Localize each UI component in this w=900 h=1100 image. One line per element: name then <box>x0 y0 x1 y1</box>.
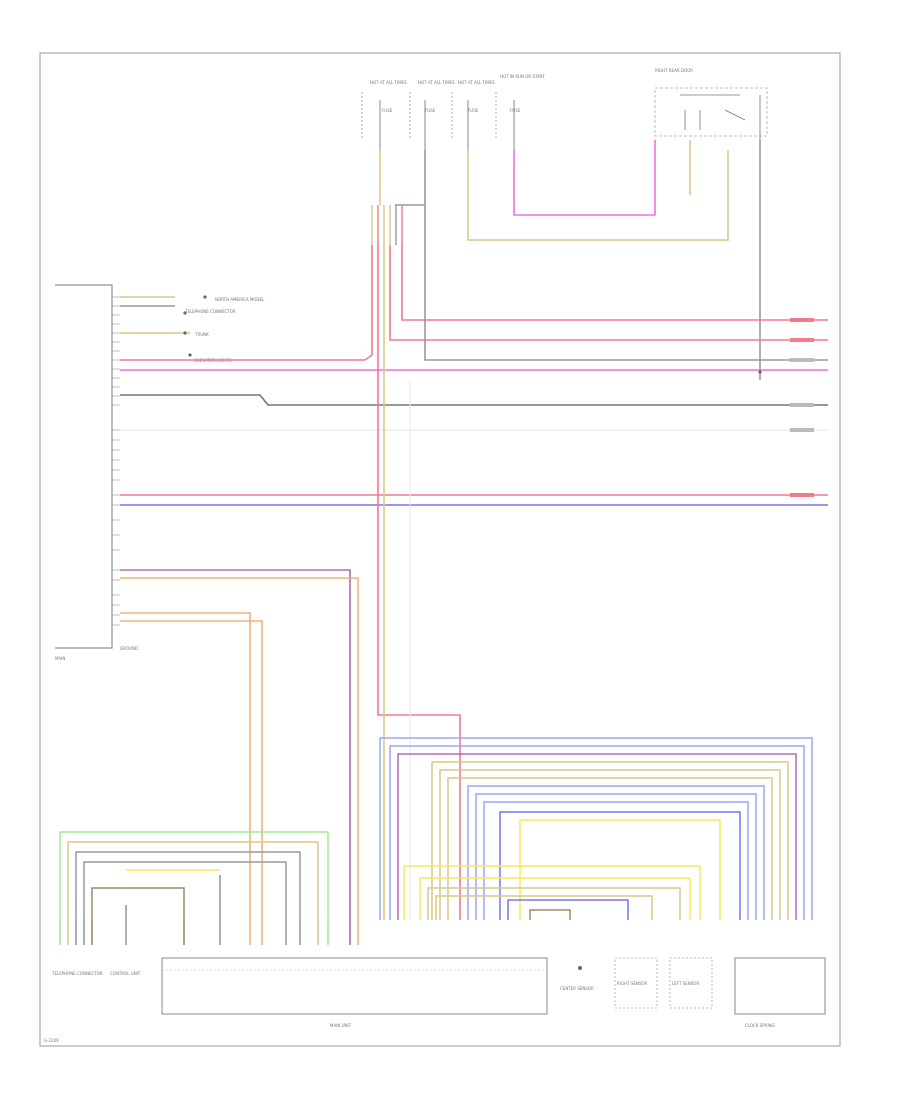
note-trunk: TRUNK <box>194 332 209 337</box>
fuse-3-label: FUSE <box>468 108 479 113</box>
top-pin-group: HOT AT ALL TIMES HOT AT ALL TIMES HOT AT… <box>370 68 693 113</box>
pin-group-3-label: HOT AT ALL TIMES <box>458 80 495 85</box>
main-unit-box <box>161 957 548 1015</box>
left-sensor-label: LEFT SENSOR <box>672 981 699 986</box>
right-door-switch-box <box>654 87 768 137</box>
telephone-connector-label: TELEPHONE CONNECTOR <box>51 971 103 976</box>
bottom-left-loops <box>59 831 329 920</box>
node-dot-4 <box>188 353 192 357</box>
control-unit-label: CONTROL UNIT <box>110 971 141 976</box>
fuse-stubs <box>379 100 515 150</box>
left-module-label: MAIN <box>55 656 65 661</box>
node-dot-2 <box>183 311 187 315</box>
main-unit-label: MAIN UNIT <box>330 1023 352 1028</box>
clock-spring-label: CLOCK SPRING <box>745 1023 775 1028</box>
clock-spring-box <box>734 957 826 1015</box>
right-wire-tags-gray <box>790 358 814 432</box>
right-sensor-box <box>614 957 658 1009</box>
left-module-pins <box>112 296 120 626</box>
pin-group-2-label: HOT AT ALL TIMES <box>418 80 455 85</box>
note-telephone: TELEPHONE CONNECTOR <box>184 309 236 314</box>
top-vertical-wires <box>379 140 761 380</box>
ground-dot <box>578 966 582 970</box>
trunk-verticals <box>377 245 461 920</box>
horizontal-wires <box>120 205 828 920</box>
left-module-outline <box>55 284 113 649</box>
node-dot-1 <box>203 295 207 299</box>
fuse-2-label: FUSE <box>425 108 436 113</box>
left-sensor-box <box>669 957 713 1009</box>
footer-code: G-2209 <box>44 1038 59 1043</box>
diagram-frame <box>39 52 841 1047</box>
bottom-harness <box>379 737 813 920</box>
right-sensor-label: RIGHT SENSOR <box>617 981 648 986</box>
node-dot-3 <box>183 331 187 335</box>
center-sensor-label: CENTER SENSOR <box>560 986 594 991</box>
pin-group-4-label: HOT IN RUN OR START <box>500 74 545 79</box>
bottom-connector-pins <box>59 875 359 945</box>
right-wire-tags <box>790 318 814 497</box>
fuse-brackets <box>361 92 497 140</box>
note-north-america: NORTH AMERICA MODEL <box>215 297 265 302</box>
fuse-4-label: FUSE <box>510 108 521 113</box>
switch-internals <box>680 94 761 140</box>
right-switch-label: RIGHT REAR DOOR <box>655 68 693 73</box>
node-dot-5 <box>758 370 762 374</box>
top-connector <box>371 205 403 245</box>
fuse-1-label: FUSE <box>382 108 393 113</box>
left-module-bottom-label: GROUND <box>120 646 138 651</box>
bottom-components: MAIN UNIT RIGHT SENSOR LEFT SENSOR CLOCK… <box>51 295 826 1028</box>
pin-group-1-label: HOT AT ALL TIMES <box>370 80 407 85</box>
